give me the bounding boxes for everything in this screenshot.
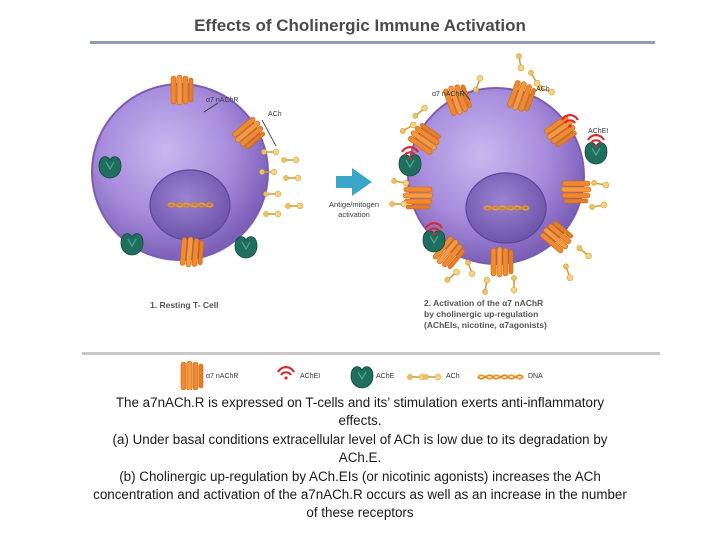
legend-receptor-label: α7 nAChR xyxy=(206,373,239,380)
caption-line: (b) Cholinergic up-regulation by ACh.EIs… xyxy=(119,468,601,484)
transition-label-line: Antige/mitogen xyxy=(328,200,380,209)
figure-caption: The a7nACh.R is expressed on T-cells and… xyxy=(30,394,690,523)
caption-line: of these receptors xyxy=(306,505,414,521)
right-caption-line: 2. Activation of the α7 nAChR xyxy=(424,298,544,308)
right-cell-caption: 2. Activation of the α7 nAChR by choline… xyxy=(424,298,547,331)
right-ach-label: ACh xyxy=(536,86,550,93)
legend-ache-label: AChE xyxy=(376,373,395,380)
resting-t-cell xyxy=(91,83,269,261)
figure-title: Effects of Cholinergic Immune Activation xyxy=(194,16,526,35)
cholinergic-diagram xyxy=(82,52,660,390)
right-receptor-label: α7 nAChR xyxy=(432,91,465,98)
legend-dna-label: DNA xyxy=(528,373,543,380)
caption-line: (a) Under basal conditions extracellular… xyxy=(112,431,608,447)
caption-line: The a7nACh.R is expressed on T-cells and… xyxy=(115,395,605,410)
caption-line: concentration and activation of the a7nA… xyxy=(93,487,627,503)
legend-ach-label: ACh xyxy=(446,373,460,380)
left-ach-label: ACh xyxy=(268,111,282,118)
left-receptor-label: α7 nAChR xyxy=(206,97,239,104)
left-cell-caption: 1. Resting T- Cell xyxy=(150,300,219,310)
caption-line: ACh.E. xyxy=(338,450,382,466)
activated-t-cell xyxy=(407,87,585,265)
right-caption-line: by cholinergic up-regulation xyxy=(424,309,539,319)
legend-achei-icon xyxy=(276,366,296,381)
legend-achei-label: AChEI xyxy=(300,373,321,380)
activation-arrow-icon xyxy=(336,168,372,196)
legend-ache-icon xyxy=(350,365,374,389)
legend-dna-icon xyxy=(477,374,524,380)
title-rule xyxy=(90,41,655,44)
caption-line: effects. xyxy=(338,413,382,429)
achei-label: AChEI xyxy=(588,128,609,135)
right-caption-line: (AChEIs, nicotine, α7agonists) xyxy=(424,320,547,330)
legend-ach-icon xyxy=(406,373,442,381)
transition-label: Antige/mitogen activation xyxy=(316,200,392,220)
transition-label-line: activation xyxy=(338,210,370,219)
legend-receptor-icon xyxy=(180,360,204,390)
